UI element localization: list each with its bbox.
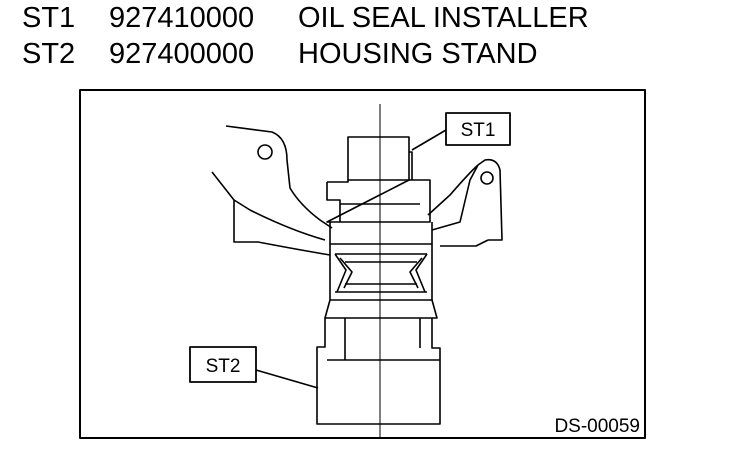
knuckle-bolt-hole-left: [257, 144, 273, 160]
callout-box-st2: [189, 346, 257, 383]
tool-id: ST1: [22, 2, 76, 34]
figure-code: DS-00059: [554, 416, 640, 437]
callout-box-st1: [445, 112, 511, 146]
knuckle-right-arm: [427, 158, 503, 247]
hub-housing: [324, 222, 438, 319]
leader-line-st1: [411, 129, 447, 151]
housing-stand: [316, 318, 441, 425]
leader-line-st2: [255, 369, 319, 389]
figure-frame: [79, 89, 646, 439]
tool-part-number: 927400000: [109, 38, 255, 70]
tool-description: OIL SEAL INSTALLER: [298, 2, 589, 34]
knuckle-left-arm: [211, 125, 333, 256]
tool-part-number: 927410000: [109, 2, 255, 34]
tool-id: ST2: [22, 38, 76, 70]
callout-label-st1: ST1: [461, 120, 496, 141]
callout-label-st2: ST2: [206, 356, 241, 377]
oil-seal-installer: [326, 136, 431, 223]
tool-description: HOUSING STAND: [298, 38, 538, 70]
knuckle-bolt-hole-right: [480, 171, 494, 185]
